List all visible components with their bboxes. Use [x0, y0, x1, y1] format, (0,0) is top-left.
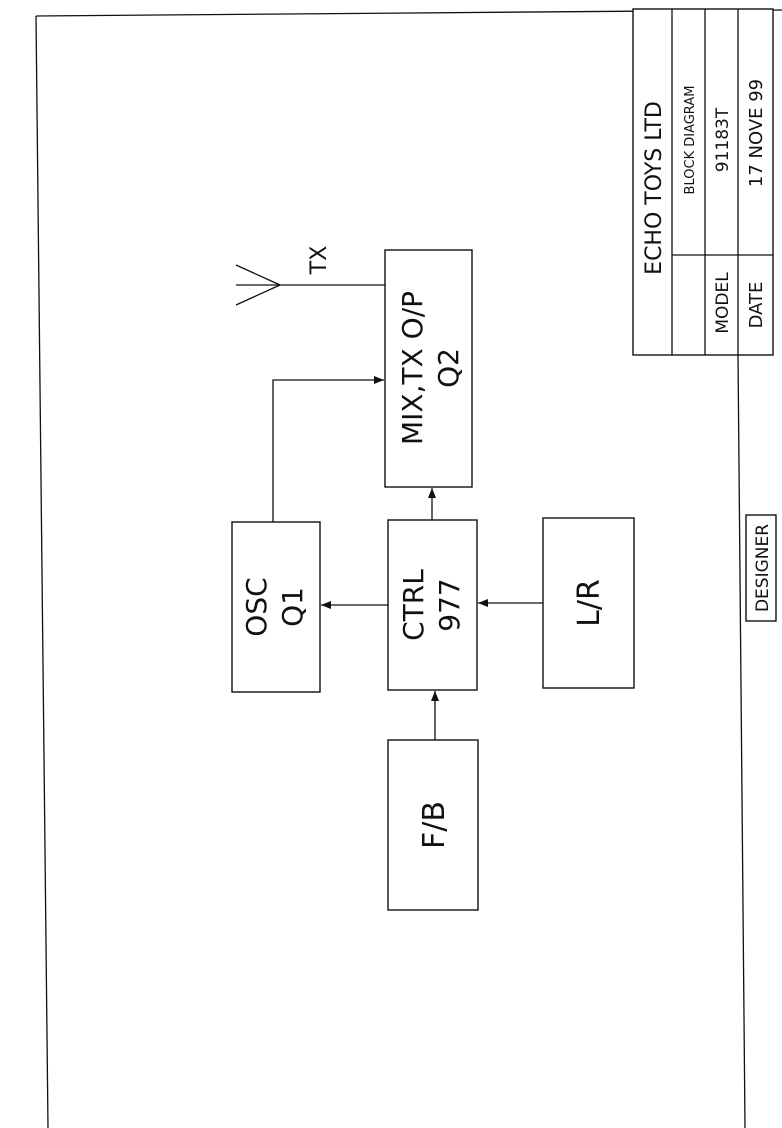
- block-lr: L/R: [542, 517, 635, 689]
- antenna-icon: [235, 264, 281, 306]
- date-value: 17 NOVE 99: [746, 79, 767, 187]
- connections: [272, 284, 543, 740]
- title-block: ECHO TOYS LTD BLOCK DIAGRAM MODEL 91183T…: [632, 8, 777, 622]
- block-fb: F/B: [387, 739, 479, 911]
- antenna-label: TX: [307, 246, 332, 276]
- company-name: ECHO TOYS LTD: [642, 101, 667, 275]
- block-ctrl-label: CTRL: [397, 569, 430, 641]
- block-fb-label: F/B: [417, 801, 452, 849]
- block-osc-label: OSC: [240, 577, 273, 636]
- block-mix-sublabel: Q2: [432, 348, 465, 388]
- block-mix-label: MIX,TX O/P: [396, 291, 429, 445]
- model-label: MODEL: [713, 272, 733, 334]
- osc-to-mix-arrow: [272, 376, 384, 522]
- block-lr-label: L/R: [572, 579, 607, 627]
- block-osc: OSC Q1: [231, 521, 321, 693]
- block-mix: MIX,TX O/P Q2: [384, 249, 473, 488]
- designer-label: DESIGNER: [753, 524, 773, 612]
- date-label: DATE: [746, 282, 767, 329]
- model-value: 91183T: [713, 107, 733, 172]
- block-osc-sublabel: Q1: [276, 587, 309, 627]
- block-ctrl-sublabel: 977: [433, 578, 466, 631]
- block-ctrl: CTRL 977: [387, 519, 478, 691]
- drawing-title: BLOCK DIAGRAM: [683, 86, 698, 195]
